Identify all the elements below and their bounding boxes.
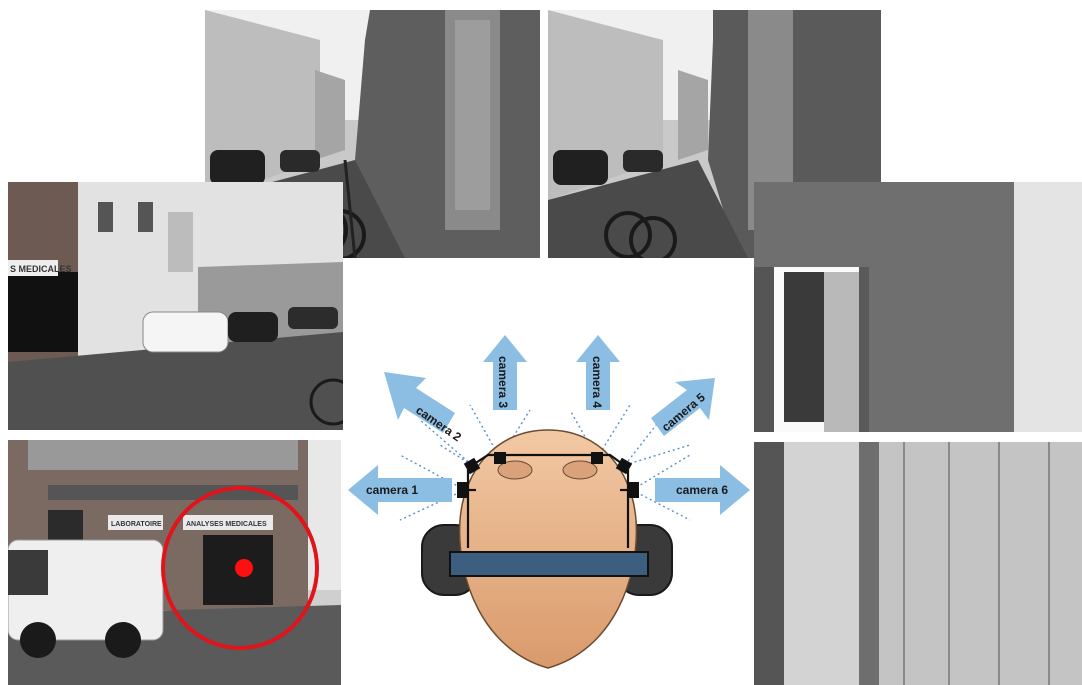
camera-rig-diagram: camera 1 camera 2 camera 3 camera 4 came… xyxy=(340,320,760,685)
storefront-scene-image: LABORATOIRE ANALYSES MEDICALES xyxy=(8,440,341,685)
head-band xyxy=(450,552,648,576)
street-scene-image: S MEDICALES xyxy=(8,182,343,430)
shop-sign-left: LABORATOIRE xyxy=(111,521,162,528)
label-camera-6: camera 6 xyxy=(676,483,728,497)
photo-wall-camera-5 xyxy=(754,182,1082,432)
shutter-scene-image xyxy=(754,442,1082,685)
shop-sign: S MEDICALES xyxy=(10,264,72,274)
label-camera-1: camera 1 xyxy=(366,483,418,497)
label-camera-3: camera 3 xyxy=(496,356,510,408)
head xyxy=(460,430,637,668)
target-dot xyxy=(235,559,253,577)
photo-shutter-camera-6 xyxy=(754,442,1082,685)
label-camera-4: camera 4 xyxy=(590,356,604,408)
wall-scene-image xyxy=(754,182,1082,432)
photo-street-camera-2: S MEDICALES xyxy=(8,182,343,430)
photo-storefront-camera-1: LABORATOIRE ANALYSES MEDICALES xyxy=(8,440,341,685)
shop-sign-right: ANALYSES MEDICALES xyxy=(186,521,267,528)
